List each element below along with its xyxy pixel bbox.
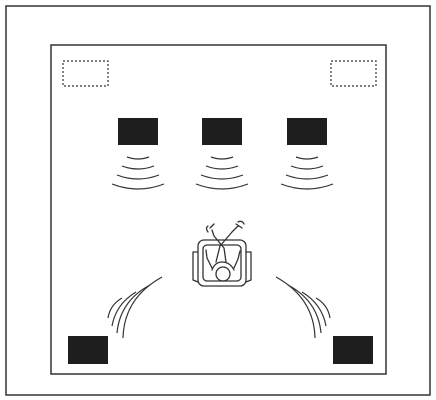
room-outline: [50, 44, 387, 375]
surround-left-speaker: [68, 336, 108, 364]
listener-in-chair-icon: [192, 220, 252, 287]
surround-back-right-speaker: [330, 60, 377, 87]
surround-right-sound-waves: [275, 276, 331, 339]
surround-back-left-speaker: [62, 60, 109, 87]
front-left-speaker: [118, 118, 158, 145]
surround-left-sound-waves: [107, 276, 163, 339]
front-right-sound-waves: [280, 156, 334, 190]
center-speaker: [202, 118, 242, 145]
outer-frame: [5, 5, 431, 396]
front-left-sound-waves: [111, 156, 165, 190]
surround-right-speaker: [333, 336, 373, 364]
center-sound-waves: [195, 156, 249, 190]
front-right-speaker: [287, 118, 327, 145]
